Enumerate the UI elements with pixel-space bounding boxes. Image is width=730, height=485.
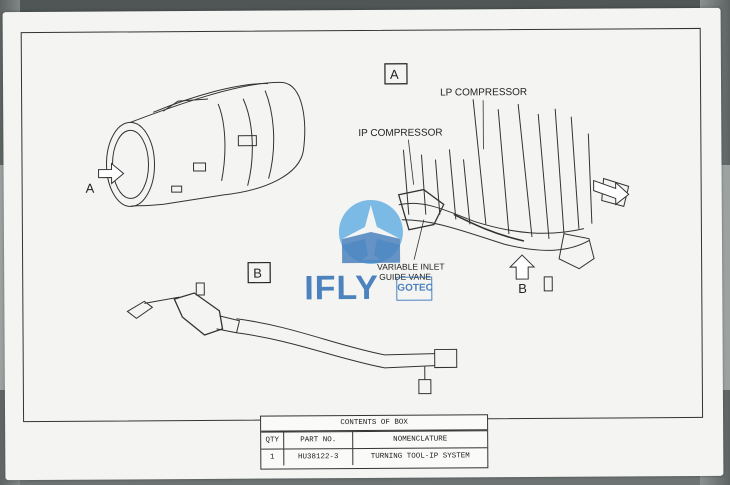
view-arrow-icon — [593, 179, 630, 206]
cell-part-no: HU38122-3 — [283, 448, 353, 466]
arrow-a-label: A — [86, 181, 95, 196]
column-header-part-no: PART NO. — [283, 431, 353, 449]
view-b-label: B — [253, 266, 262, 281]
arrow-b-icon — [508, 254, 536, 280]
contents-title: CONTENTS OF BOX — [261, 415, 488, 432]
view-a-box — [384, 63, 408, 85]
engine-diagram: A B A — [86, 63, 630, 395]
watermark-logo: IFLY GOTEC — [304, 197, 435, 308]
lp-compressor-label: LP COMPRESSOR — [440, 87, 527, 99]
watermark-plane-icon — [338, 199, 403, 264]
instruction-placard: A B A — [2, 7, 724, 481]
view-a-label: A — [390, 67, 399, 82]
cell-qty: 1 — [261, 448, 284, 466]
vigv-label-line2: GUIDE VANE — [379, 272, 431, 282]
watermark-badge: GOTEC — [396, 276, 433, 301]
view-b-box — [247, 261, 271, 284]
ip-compressor-label: IP COMPRESSOR — [358, 128, 442, 140]
turning-tool-drawing — [126, 282, 458, 395]
arrow-a-icon — [98, 162, 125, 185]
engine-nacelle-drawing — [106, 81, 306, 207]
column-header-qty: QTY — [261, 431, 284, 450]
contents-of-box-table: CONTENTS OF BOX QTY PART NO. NOMENCLATUR… — [260, 414, 489, 470]
column-header-nomenclature: NOMENCLATURE — [352, 430, 488, 449]
table-row: 1 HU38122-3 TURNING TOOL-IP SYSTEM — [261, 447, 488, 466]
cell-nomenclature: TURNING TOOL-IP SYSTEM — [352, 447, 488, 466]
compressor-stage-drawing — [397, 99, 630, 292]
table-header-row: QTY PART NO. NOMENCLATURE — [261, 430, 488, 450]
arrow-b-label: B — [518, 281, 527, 296]
vigv-label-line1: VARIABLE INLET — [377, 262, 444, 272]
watermark-text: IFLY — [304, 268, 379, 308]
